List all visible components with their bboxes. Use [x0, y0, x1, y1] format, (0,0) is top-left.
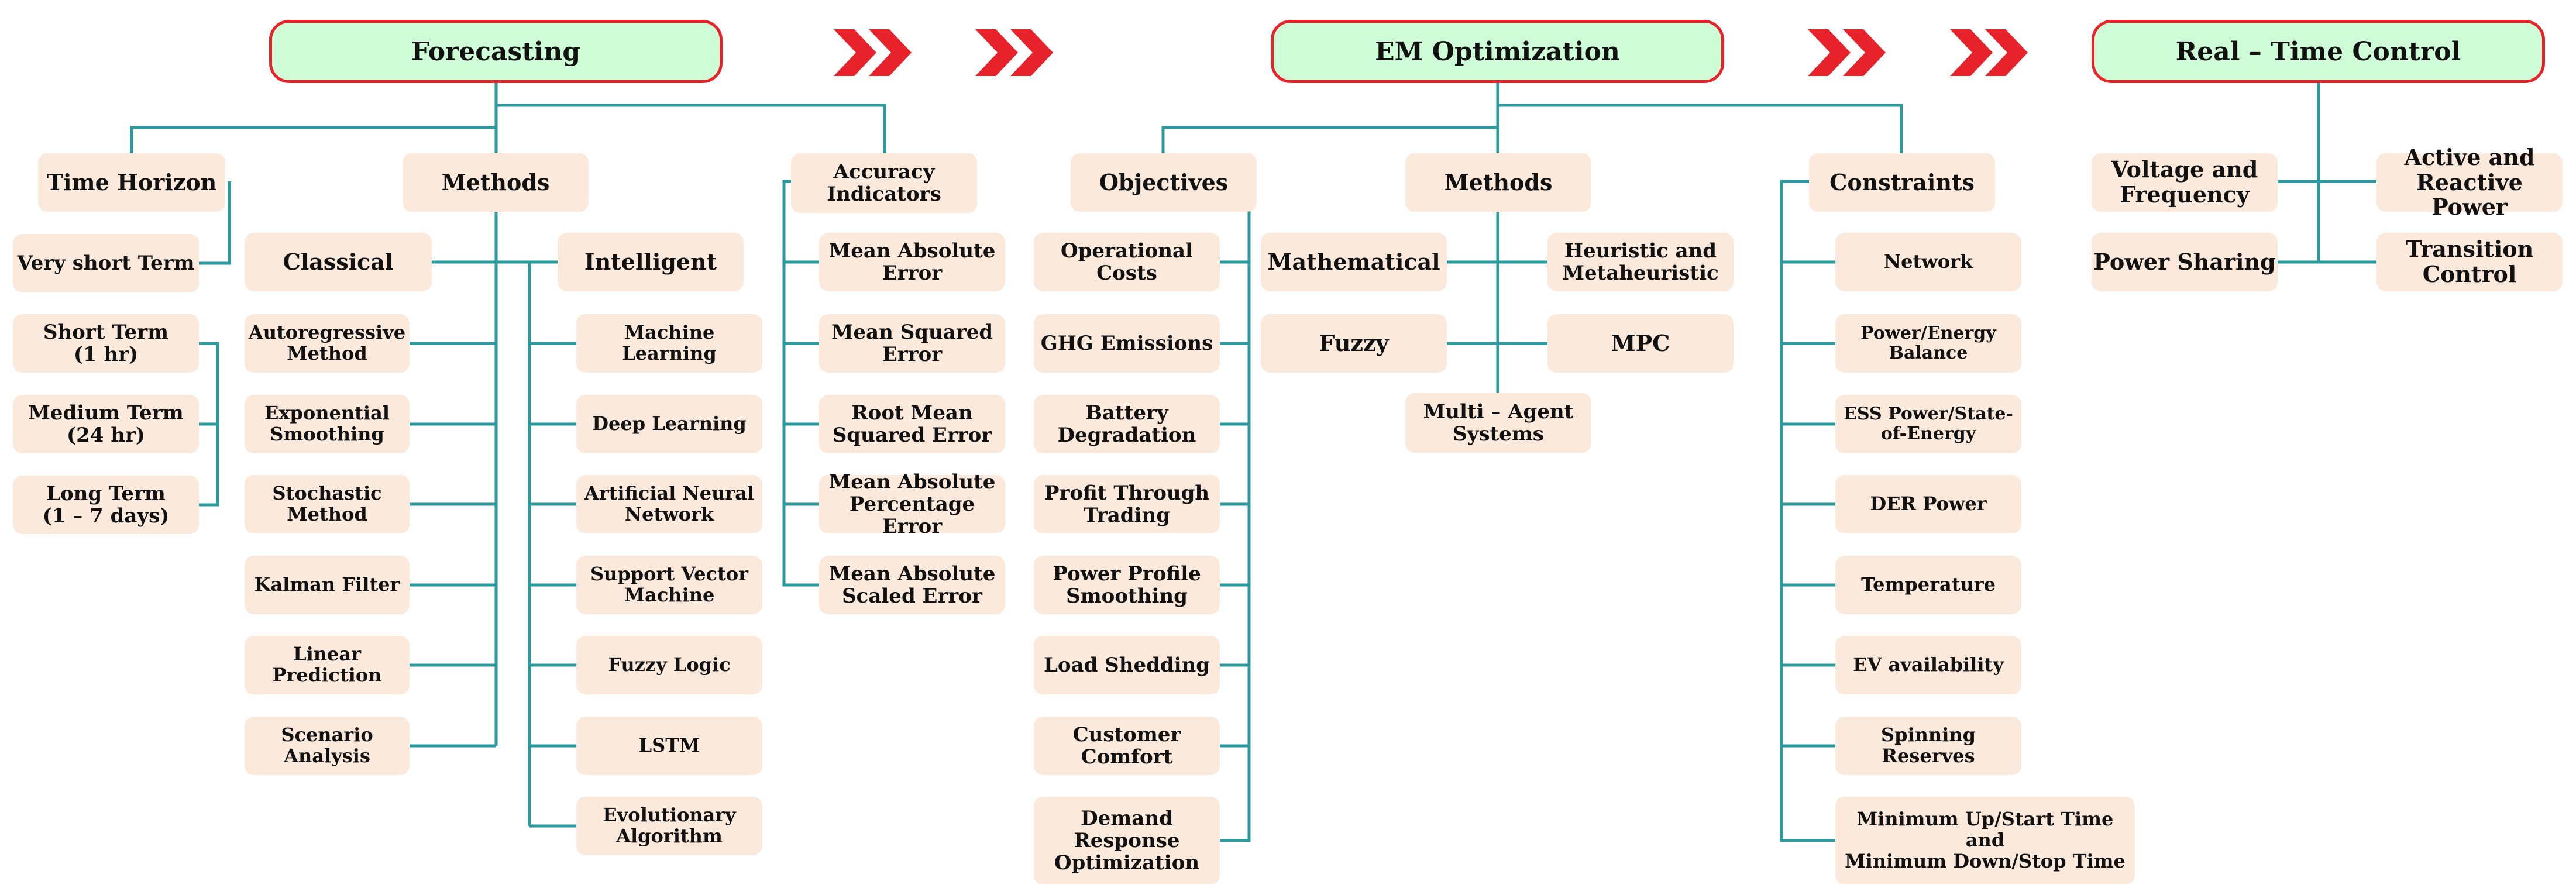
intelligent-method-item: Support Vector Machine — [576, 556, 762, 614]
double-chevron-right-icon — [834, 29, 912, 76]
em-methods-node: Methods — [1405, 153, 1591, 212]
classical-method-item: Autoregressive Method — [245, 314, 410, 373]
time-horizon-item: Short Term (1 hr) — [13, 314, 199, 373]
classical-method-item: Linear Prediction — [245, 636, 410, 694]
double-chevron-right-icon — [975, 29, 1053, 76]
constraint-item: DER Power — [1835, 475, 2021, 533]
accuracy-item: Mean Absolute Scaled Error — [819, 556, 1005, 614]
classical-method-item: Scenario Analysis — [245, 717, 410, 775]
constraint-item: Network — [1835, 233, 2021, 291]
intelligent-method-item: Fuzzy Logic — [576, 636, 762, 694]
accuracy-item: Mean Absolute Error — [819, 233, 1005, 291]
constraint-item: Spinning Reserves — [1835, 717, 2021, 775]
accuracy-indicators-node: Accuracy Indicators — [791, 153, 977, 213]
stage-real-time-control: Real – Time Control — [2092, 20, 2545, 83]
double-chevron-right-icon — [1950, 29, 2028, 76]
objective-item: Operational Costs — [1034, 233, 1220, 291]
control-item: Active and Reactive Power — [2376, 144, 2563, 219]
classical-method-item: Stochastic Method — [245, 475, 410, 533]
stage-forecasting: Forecasting — [269, 20, 723, 83]
constraint-item: Temperature — [1835, 556, 2021, 614]
accuracy-item: Mean Absolute Percentage Error — [819, 471, 1005, 538]
objective-item: Battery Degradation — [1034, 395, 1220, 453]
forecasting-methods-node: Methods — [403, 153, 589, 212]
objectives-node: Objectives — [1071, 153, 1257, 212]
control-item: Transition Control — [2376, 233, 2563, 291]
accuracy-item: Root Mean Squared Error — [819, 395, 1005, 453]
intelligent-method-item: Machine Learning — [576, 314, 762, 373]
objective-item: Load Shedding — [1034, 636, 1220, 694]
stage-em-optimization: EM Optimization — [1271, 20, 1724, 83]
control-item: Voltage and Frequency — [2092, 153, 2278, 212]
accuracy-item: Mean Squared Error — [819, 314, 1005, 373]
objective-item: Demand Response Optimization — [1034, 797, 1220, 884]
em-method-item: MPC — [1547, 314, 1734, 373]
classical-method-item: Kalman Filter — [245, 556, 410, 614]
double-chevron-right-icon — [1808, 29, 1886, 76]
time-horizon-item: Very short Term — [13, 234, 199, 292]
constraint-item: Minimum Up/Start Time and Minimum Down/S… — [1835, 797, 2135, 884]
classical-node: Classical — [245, 233, 432, 291]
em-method-item: Heuristic and Metaheuristic — [1547, 233, 1734, 291]
intelligent-node: Intelligent — [558, 233, 744, 291]
constraint-item: Power/Energy Balance — [1835, 314, 2021, 373]
em-method-item: Multi – Agent Systems — [1405, 393, 1591, 453]
classical-method-item: Exponential Smoothing — [245, 395, 410, 453]
objective-item: Customer Comfort — [1034, 717, 1220, 775]
objective-item: Power Profile Smoothing — [1034, 556, 1220, 614]
constraint-item: EV availability — [1835, 636, 2021, 694]
time-horizon-item: Medium Term (24 hr) — [13, 395, 199, 453]
time-horizon-node: Time Horizon — [38, 153, 225, 212]
intelligent-method-item: Artificial Neural Network — [576, 475, 762, 533]
intelligent-method-item: LSTM — [576, 717, 762, 775]
constraint-item: ESS Power/State- of-Energy — [1835, 395, 2021, 453]
objective-item: Profit Through Trading — [1034, 475, 1220, 533]
em-method-item: Mathematical — [1261, 233, 1447, 291]
time-horizon-item: Long Term (1 – 7 days) — [13, 476, 199, 534]
control-item: Power Sharing — [2092, 233, 2278, 291]
intelligent-method-item: Evolutionary Algorithm — [576, 797, 762, 855]
em-method-item: Fuzzy — [1261, 314, 1447, 373]
constraints-node: Constraints — [1809, 153, 1995, 212]
objective-item: GHG Emissions — [1034, 314, 1220, 373]
intelligent-method-item: Deep Learning — [576, 395, 762, 453]
